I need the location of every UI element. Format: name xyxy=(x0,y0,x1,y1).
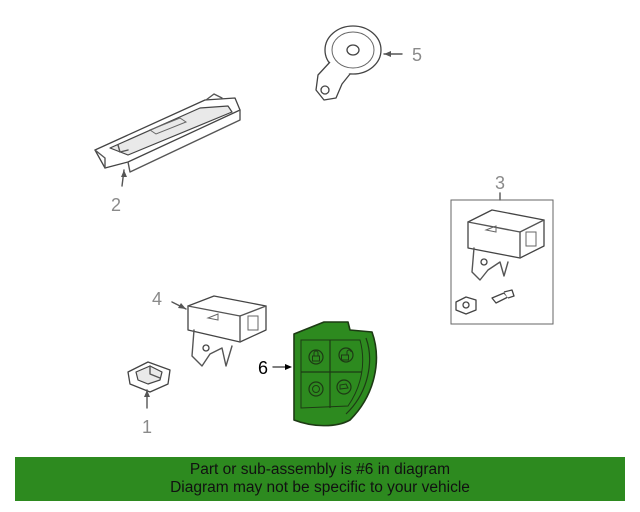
part-4-module[interactable] xyxy=(187,295,267,367)
part-1-clip[interactable] xyxy=(127,361,171,393)
part-5-horn[interactable] xyxy=(315,25,382,101)
part-3-group-box xyxy=(450,199,554,325)
part-6-key-fob[interactable] xyxy=(293,321,378,427)
part-3-module[interactable] xyxy=(467,209,545,281)
callout-5-label: 5 xyxy=(412,45,422,65)
lock-icon xyxy=(308,349,324,365)
banner-line-2: Diagram may not be specific to your vehi… xyxy=(170,479,470,496)
callout-2-label: 2 xyxy=(111,195,121,215)
callout-6-arrowhead xyxy=(285,364,292,370)
callout-2-arrowhead xyxy=(121,170,127,177)
trunk-icon xyxy=(336,379,352,395)
callout-5-arrowhead xyxy=(384,51,391,57)
parts-diagram: 5 2 3 4 xyxy=(94,25,554,437)
callout-1-label: 1 xyxy=(142,417,152,437)
callout-1-arrowhead xyxy=(144,390,150,397)
callout-4-arrowhead xyxy=(178,303,186,309)
part-3-nut[interactable] xyxy=(455,296,477,315)
part-3-bolt[interactable] xyxy=(491,289,515,304)
panic-icon xyxy=(308,381,324,397)
unlock-icon xyxy=(338,347,354,363)
banner-line-1: Part or sub-assembly is #6 in diagram xyxy=(189,461,451,478)
callout-3-label: 3 xyxy=(495,173,505,193)
callout-4-label: 4 xyxy=(152,289,162,309)
part-2-module[interactable] xyxy=(94,93,241,173)
callout-6-label: 6 xyxy=(258,358,268,378)
info-banner: Part or sub-assembly is #6 in diagram Di… xyxy=(15,457,625,501)
